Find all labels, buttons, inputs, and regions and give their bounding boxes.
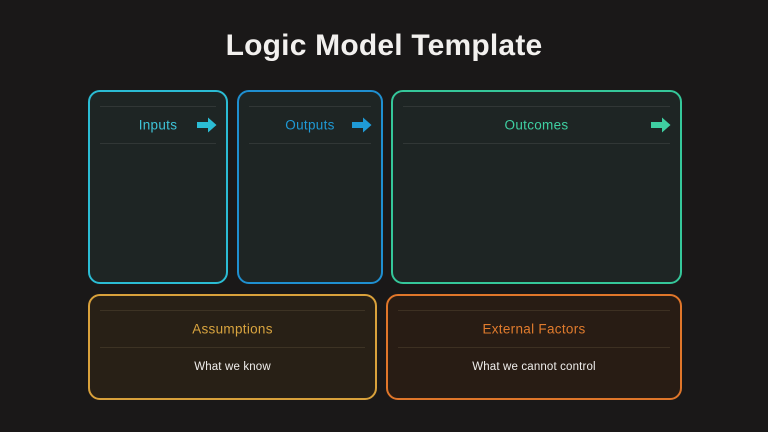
- card-title-outcomes: Outcomes: [504, 117, 569, 133]
- divider-bottom: [403, 143, 670, 144]
- divider-bottom: [398, 347, 670, 348]
- card-inputs[interactable]: Inputs What we Invest: [88, 90, 228, 284]
- card-external-factors[interactable]: External Factors What we cannot control: [386, 294, 682, 400]
- divider-top: [100, 106, 216, 107]
- arrow-right-icon: [651, 116, 671, 134]
- card-header-outcomes: Outcomes: [393, 106, 680, 144]
- card-outcomes[interactable]: Outcomes What we want: [391, 90, 682, 284]
- page-title: Logic Model Template: [225, 29, 543, 62]
- card-header-external-factors: External Factors: [388, 310, 680, 348]
- divider-top: [403, 106, 670, 107]
- card-header-outputs: Outputs: [239, 106, 381, 144]
- card-header-inputs: Inputs: [90, 106, 226, 144]
- divider-bottom: [249, 143, 371, 144]
- divider-top: [100, 310, 365, 311]
- card-body-assumptions: What we know: [194, 361, 271, 373]
- card-outputs[interactable]: Outputs What we are doing: [237, 90, 383, 284]
- arrow-right-icon: [352, 116, 372, 134]
- divider-top: [398, 310, 670, 311]
- card-assumptions[interactable]: Assumptions What we know: [88, 294, 377, 400]
- card-title-inputs: Inputs: [138, 117, 178, 133]
- arrow-right-icon: [197, 116, 217, 134]
- card-body-external-factors: What we cannot control: [472, 361, 596, 373]
- card-title-outputs: Outputs: [285, 117, 335, 133]
- card-title-external-factors: External Factors: [482, 321, 586, 337]
- divider-top: [249, 106, 371, 107]
- divider-bottom: [100, 347, 365, 348]
- divider-bottom: [100, 143, 216, 144]
- card-header-assumptions: Assumptions: [90, 310, 375, 348]
- card-title-assumptions: Assumptions: [192, 321, 273, 337]
